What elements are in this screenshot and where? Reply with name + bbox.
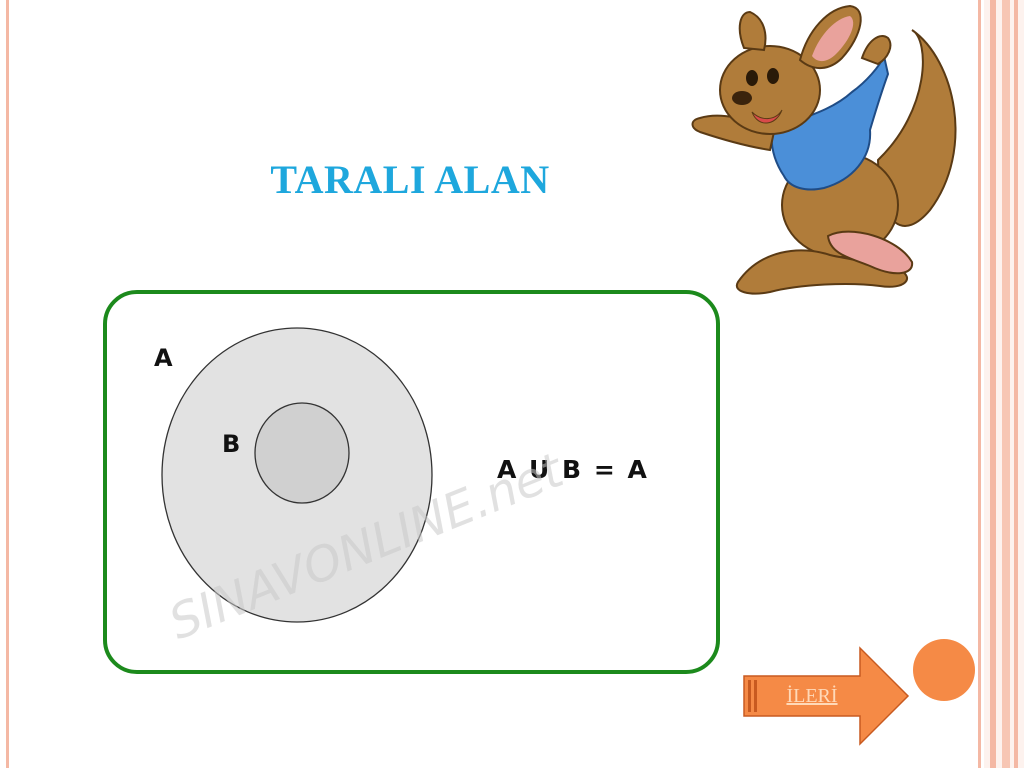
right-border-line-3 xyxy=(1002,0,1010,768)
left-border-stripe xyxy=(6,0,9,768)
venn-diagram-frame xyxy=(103,290,720,674)
slide-title: TARALI ALAN xyxy=(270,157,550,202)
right-border-line-4 xyxy=(1014,0,1018,768)
right-border-line-1 xyxy=(978,0,981,768)
next-link[interactable]: İLERİ xyxy=(786,684,838,707)
circle-button[interactable] xyxy=(913,639,975,701)
right-border-line-2 xyxy=(990,0,996,768)
